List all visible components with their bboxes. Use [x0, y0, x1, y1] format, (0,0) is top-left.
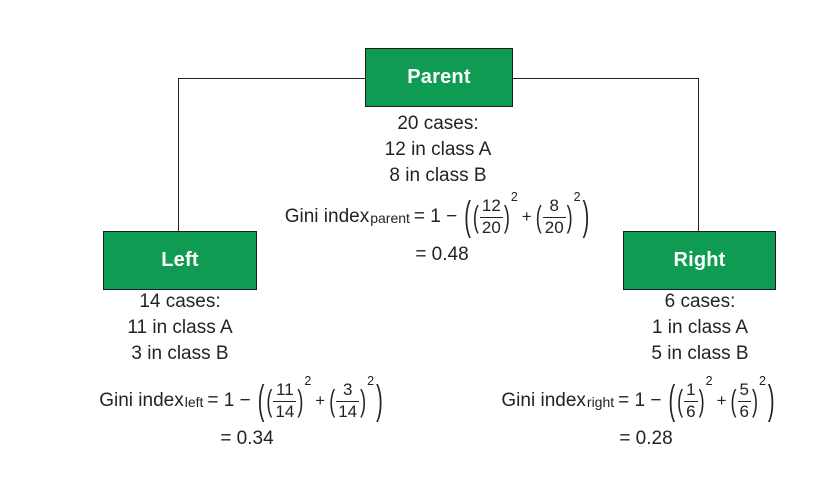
- formula-right-name-text: Gini index: [501, 390, 586, 411]
- formula-left-subscript: left: [184, 394, 204, 410]
- fraction: 5 6: [737, 379, 751, 421]
- parent-class-b-line: 8 in class B: [389, 165, 487, 186]
- fraction: 3 14: [336, 379, 360, 421]
- open-paren-inner: (: [329, 384, 336, 418]
- right-class-b-line: 5 in class B: [651, 343, 749, 364]
- close-paren-inner: ): [751, 384, 758, 418]
- close-paren-outer: ): [767, 378, 775, 424]
- formula-left-term1: ( 11 14 ) 2: [266, 374, 311, 421]
- exponent: 2: [510, 189, 518, 204]
- exponent: 2: [758, 373, 766, 388]
- fraction-numerator: 5: [739, 379, 749, 399]
- open-paren-inner: (: [535, 200, 542, 234]
- plus-sign: +: [521, 207, 532, 226]
- left-case-info: 14 cases: 11 in class A 3 in class B: [80, 289, 280, 367]
- fraction-denominator: 14: [336, 400, 360, 421]
- node-right: Right: [623, 231, 776, 290]
- formula-parent-subscript: parent: [370, 210, 410, 226]
- connector-left-vertical: [178, 78, 179, 231]
- formula-parent-result: = 0.48: [415, 244, 469, 265]
- formula-right-term1: ( 1 6 ) 2: [677, 374, 712, 421]
- parent-cases-line: 20 cases:: [397, 113, 479, 134]
- exponent: 2: [304, 373, 312, 388]
- formula-right-equals: = 1 −: [618, 390, 662, 411]
- connector-parent-right-horizontal: [513, 78, 699, 79]
- fraction-numerator: 8: [549, 195, 559, 215]
- open-paren-inner: (: [472, 200, 479, 234]
- connector-parent-left-horizontal: [178, 78, 365, 79]
- fraction-denominator: 6: [684, 400, 698, 421]
- fraction-denominator: 14: [273, 400, 297, 421]
- fraction-denominator: 20: [479, 216, 503, 237]
- parent-class-a-line: 12 in class A: [384, 139, 492, 160]
- formula-parent-name-text: Gini index: [284, 206, 370, 227]
- formula-left-equals: = 1 −: [207, 390, 251, 411]
- right-case-info: 6 cases: 1 in class A 5 in class B: [600, 289, 800, 367]
- left-class-b-line: 3 in class B: [131, 343, 229, 364]
- open-paren-outer: (: [257, 378, 265, 424]
- node-left: Left: [103, 231, 257, 290]
- formula-parent-term2: ( 8 20 ) 2: [535, 190, 581, 237]
- left-class-a-line: 11 in class A: [127, 317, 233, 338]
- parent-case-info: 20 cases: 12 in class A 8 in class B: [338, 111, 538, 189]
- open-paren-outer: (: [668, 378, 676, 424]
- formula-parent-equals: = 1 −: [413, 206, 458, 227]
- fraction-numerator: 11: [276, 379, 294, 399]
- fraction-denominator: 20: [542, 216, 566, 237]
- connector-right-vertical: [698, 78, 699, 231]
- plus-sign: +: [716, 391, 727, 410]
- fraction: 8 20: [542, 195, 566, 237]
- formula-right-subscript: right: [586, 394, 615, 410]
- formula-left-name-text: Gini index: [99, 390, 184, 411]
- formula-parent-term1: ( 12 20 ) 2: [472, 190, 518, 237]
- formula-right-result: = 0.28: [619, 428, 673, 449]
- fraction-numerator: 1: [686, 379, 696, 399]
- fraction-denominator: 6: [737, 400, 751, 421]
- open-paren-inner: (: [266, 384, 273, 418]
- close-paren-inner: ): [297, 384, 304, 418]
- close-paren-outer: ): [376, 378, 383, 424]
- formula-left-result: = 0.34: [220, 428, 274, 449]
- fraction: 11 14: [273, 379, 297, 421]
- exponent: 2: [573, 189, 581, 204]
- fraction: 1 6: [684, 379, 698, 421]
- close-paren-inner: ): [566, 200, 573, 234]
- node-left-label: Left: [161, 249, 199, 271]
- node-parent: Parent: [365, 48, 513, 107]
- close-paren-inner: ): [503, 200, 510, 234]
- open-paren-outer: (: [464, 194, 471, 240]
- node-parent-label: Parent: [407, 66, 471, 88]
- exponent: 2: [367, 373, 375, 388]
- formula-left-term2: ( 3 14 ) 2: [329, 374, 374, 421]
- right-class-a-line: 1 in class A: [651, 317, 749, 338]
- fraction: 12 20: [479, 195, 503, 237]
- plus-sign: +: [315, 391, 326, 410]
- fraction-numerator: 12: [481, 195, 501, 215]
- open-paren-inner: (: [730, 384, 737, 418]
- node-right-label: Right: [673, 249, 726, 271]
- close-paren-inner: ): [698, 384, 705, 418]
- formula-right-term2: ( 5 6 ) 2: [730, 374, 766, 421]
- left-cases-line: 14 cases:: [139, 291, 221, 312]
- fraction-numerator: 3: [342, 379, 353, 399]
- right-cases-line: 6 cases:: [664, 291, 736, 312]
- open-paren-inner: (: [677, 384, 684, 418]
- exponent: 2: [705, 373, 713, 388]
- close-paren-outer: ): [582, 194, 590, 240]
- close-paren-inner: ): [360, 384, 367, 418]
